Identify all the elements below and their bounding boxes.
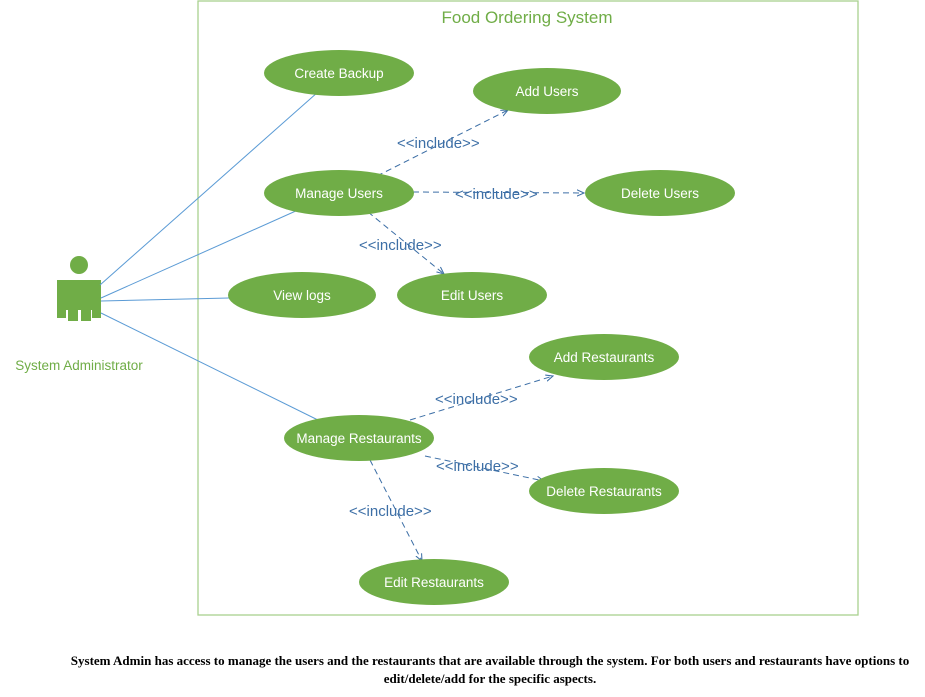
usecase-label: Create Backup: [294, 66, 383, 81]
association-manage-users: [100, 209, 299, 299]
usecase-label: Manage Users: [295, 186, 383, 201]
include-label-edit-users: <<include>>: [359, 237, 442, 254]
include-add-restaurants: [409, 376, 553, 421]
actor-stick-figure-icon[interactable]: [57, 256, 101, 321]
include-add-users: [376, 110, 508, 177]
usecase-label: View logs: [273, 288, 331, 303]
include-delete-restaurants: [424, 455, 544, 481]
usecase-edit-users[interactable]: Edit Users: [397, 272, 547, 318]
usecase-manage-users[interactable]: Manage Users: [264, 170, 414, 216]
include-label-delete-restaurants: <<include>>: [436, 458, 519, 475]
include-label-delete-users: <<include>>: [455, 186, 538, 203]
include-label-add-restaurants: <<include>>: [435, 391, 518, 408]
usecase-view-logs[interactable]: View logs: [228, 272, 376, 318]
usecase-delete-restaurants[interactable]: Delete Restaurants: [529, 468, 679, 514]
include-edit-restaurants: [369, 459, 422, 561]
usecase-label: Delete Users: [621, 186, 699, 201]
system-boundary: [197, 0, 859, 616]
usecase-edit-restaurants[interactable]: Edit Restaurants: [359, 559, 509, 605]
usecase-label: Edit Users: [441, 288, 504, 303]
include-label-add-users: <<include>>: [397, 135, 480, 152]
usecase-label: Add Restaurants: [554, 350, 655, 365]
usecase-add-users[interactable]: Add Users: [473, 68, 621, 114]
include-edit-users: [367, 211, 444, 274]
usecase-delete-users[interactable]: Delete Users: [585, 170, 735, 216]
association-view-logs: [100, 297, 230, 302]
usecase-label: Delete Restaurants: [546, 484, 662, 499]
usecase-label: Manage Restaurants: [296, 431, 422, 446]
association-create-backup: [99, 91, 319, 286]
diagram-caption: System Admin has access to manage the us…: [70, 653, 910, 686]
system-title: Food Ordering System: [441, 8, 612, 27]
use-case-diagram: Food Ordering System System Administrato…: [15, 0, 859, 616]
usecase-label: Edit Restaurants: [384, 575, 484, 590]
usecase-label: Add Users: [515, 84, 578, 99]
association-manage-restaurants: [100, 312, 323, 423]
actor-name: System Administrator: [15, 358, 143, 373]
include-label-edit-restaurants: <<include>>: [349, 503, 432, 520]
usecase-manage-restaurants[interactable]: Manage Restaurants: [284, 415, 434, 461]
usecase-add-restaurants[interactable]: Add Restaurants: [529, 334, 679, 380]
include-delete-users: [412, 192, 584, 193]
usecase-create-backup[interactable]: Create Backup: [264, 50, 414, 96]
